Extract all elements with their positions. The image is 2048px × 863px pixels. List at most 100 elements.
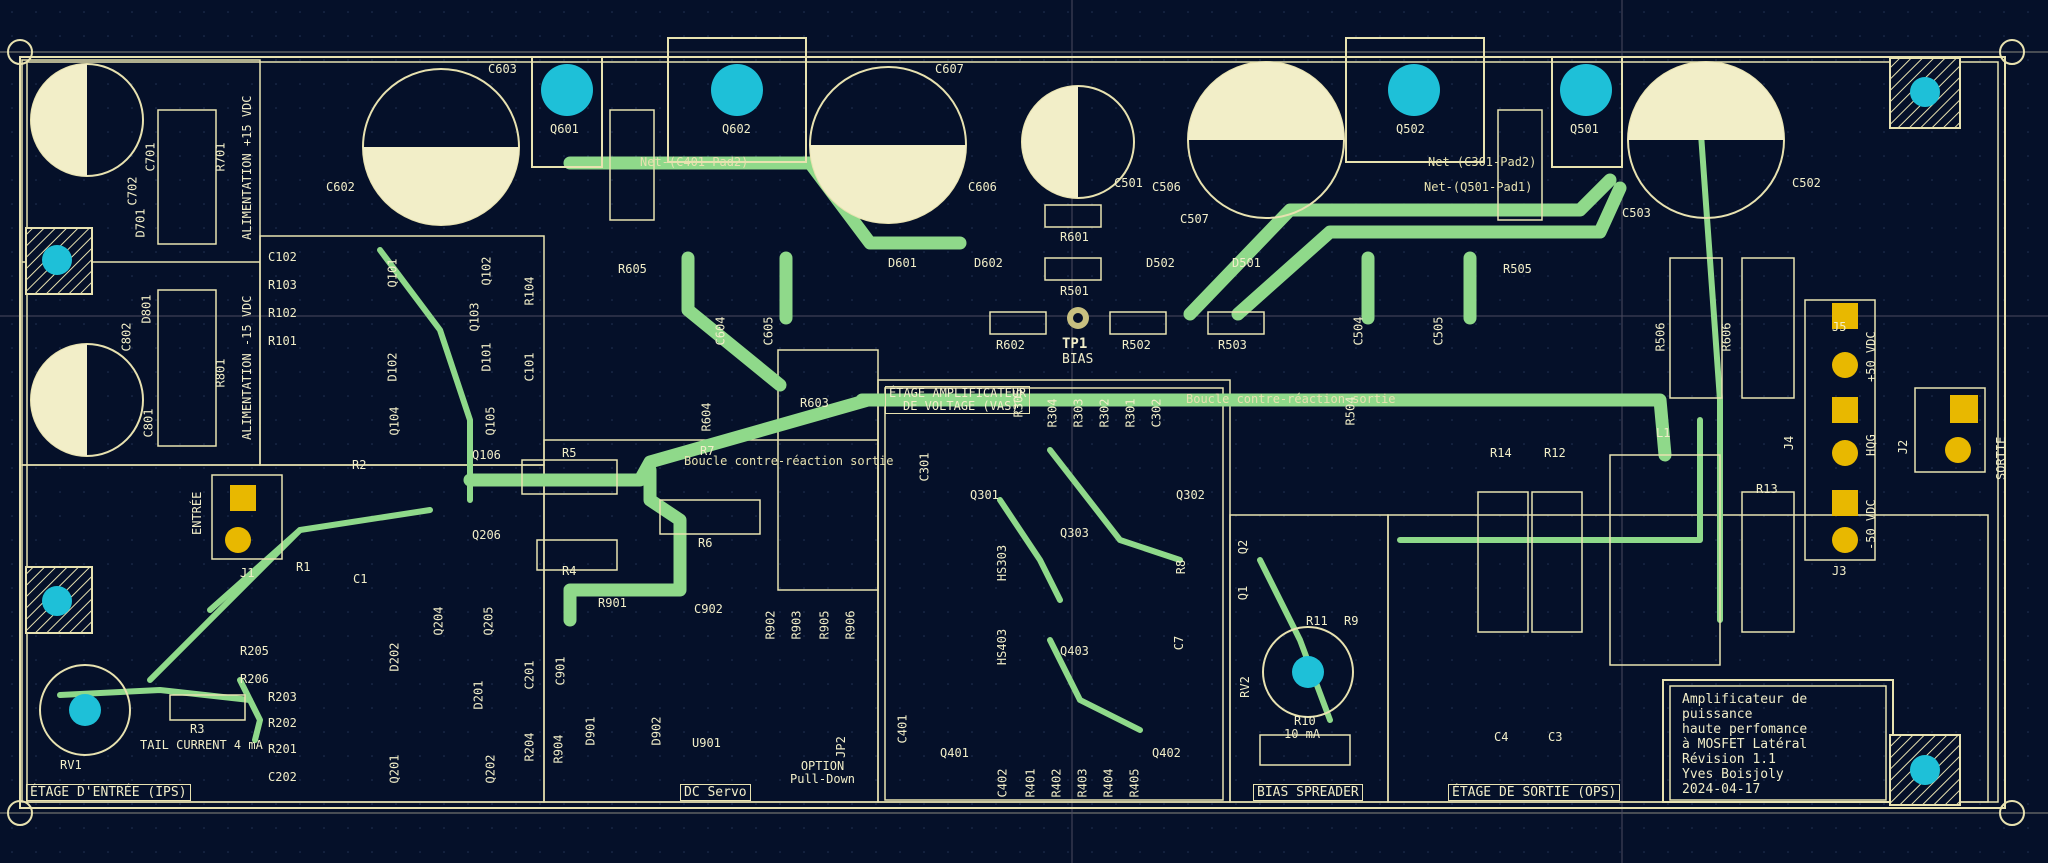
title-line-4: Révision 1.1: [1682, 752, 1776, 767]
section-vas-line-2: DE VOLTAGE (VAS): [903, 399, 1019, 413]
ref-c7: C7: [1172, 635, 1187, 651]
ref-r604: R604: [699, 402, 714, 432]
board-outline: [19, 56, 2006, 809]
ref-r602: R602: [996, 338, 1025, 352]
ref-d502: D502: [1146, 256, 1175, 270]
ref-c101: C101: [522, 352, 537, 382]
net-q501: Net-(Q501-Pad1): [1424, 180, 1533, 194]
ref-c606: C606: [968, 180, 997, 194]
traces: [57, 117, 1723, 743]
ref-c506: C506: [1152, 180, 1181, 194]
ref-q502: Q502: [1396, 122, 1425, 136]
ref-r903: R903: [789, 610, 804, 640]
ref-c702: C702: [125, 176, 140, 206]
electrolytic-capacitors: [30, 61, 1785, 756]
ref-r505: R505: [1503, 262, 1532, 276]
ref-c902: C902: [694, 602, 723, 616]
ref-r302: R302: [1097, 398, 1112, 428]
ref-jp2: JP2: [833, 736, 848, 758]
ref-r601: R601: [1060, 230, 1089, 244]
ref-c505: C505: [1431, 316, 1446, 346]
ref-q106: Q106: [472, 448, 501, 462]
mounting-holes: [25, 57, 1961, 806]
ref-r904: R904: [551, 734, 566, 764]
ref-q403: Q403: [1060, 644, 1089, 658]
ref-c102: C102: [268, 250, 297, 264]
ref-j3: J3: [1832, 564, 1847, 578]
ref-c301: C301: [917, 452, 932, 482]
ref-rv1: RV1: [60, 758, 82, 772]
ref-r3: R3: [190, 722, 205, 736]
pads: [211, 299, 1986, 561]
ref-q104: Q104: [387, 406, 402, 436]
ref-q401: Q401: [940, 746, 969, 760]
ref-c501: C501: [1114, 176, 1143, 190]
ref-r801: R801: [213, 358, 228, 388]
ref-q105: Q105: [483, 406, 498, 436]
ref-c607: C607: [935, 62, 964, 76]
ref-r102: R102: [268, 306, 297, 320]
ref-r9: R9: [1344, 614, 1359, 628]
ref-r404: R404: [1101, 768, 1116, 798]
ref-c504: C504: [1351, 316, 1366, 346]
ref-c3: C3: [1548, 730, 1563, 744]
ref-j1: J1: [240, 566, 255, 580]
ref-r502: R502: [1122, 338, 1151, 352]
ref-r101: R101: [268, 334, 297, 348]
ref-r12: R12: [1544, 446, 1566, 460]
ref-q301: Q301: [970, 488, 999, 502]
ref-r4: R4: [562, 564, 577, 578]
ref-c507: C507: [1180, 212, 1209, 226]
ref-d601: D601: [888, 256, 917, 270]
ref-q2: Q2: [1236, 539, 1251, 555]
ref-q302: Q302: [1176, 488, 1205, 502]
net-c401: Net-(C401-Pad2): [640, 155, 749, 169]
ref-r6: R6: [698, 536, 713, 550]
title-line-3: à MOSFET Latéral: [1682, 737, 1808, 752]
ref-d501: D501: [1232, 256, 1261, 270]
ref-d101: D101: [479, 342, 494, 372]
ref-c202: C202: [268, 770, 297, 784]
ref-r901: R901: [598, 596, 627, 610]
ref-q206: Q206: [472, 528, 501, 542]
ref-r405: R405: [1127, 768, 1142, 798]
ref-r603: R603: [800, 396, 829, 410]
ref-j5: J5: [1832, 320, 1847, 334]
section-vas: ÉTAGE AMPLIFICATEUR DE VOLTAGE (VAS): [885, 386, 1031, 414]
ref-r906: R906: [843, 610, 858, 640]
net-feedback-2: Boucle contre-réaction sortie: [684, 454, 894, 468]
ref-c701: C701: [143, 142, 158, 172]
ref-r11: R11: [1306, 614, 1328, 628]
ref-c901: C901: [553, 656, 568, 686]
ref-r303: R303: [1071, 398, 1086, 428]
tail-current-note: TAIL CURRENT 4 mA: [140, 738, 263, 752]
ref-u901: U901: [692, 736, 721, 750]
section-vas-line-1: ÉTAGE AMPLIFICATEUR: [889, 386, 1027, 400]
ref-q201: Q201: [387, 754, 402, 784]
testpoint-sublabel: BIAS: [1062, 352, 1094, 367]
ref-r403: R403: [1075, 768, 1090, 798]
title-line-1: Amplificateur de puissance: [1682, 692, 1808, 722]
title-block: Amplificateur de puissance haute perfoma…: [1682, 692, 1882, 797]
ref-d901: D901: [583, 716, 598, 746]
section-output-stage: ÉTAGE DE SORTIE (OPS): [1448, 784, 1621, 801]
ref-hs303: HS303: [995, 544, 1010, 582]
ref-r206: R206: [240, 672, 269, 686]
ref-c302: C302: [1149, 398, 1164, 428]
ref-c1: C1: [353, 572, 368, 586]
ref-q601: Q601: [550, 122, 579, 136]
ref-q1: Q1: [1236, 585, 1251, 601]
ref-r8: R8: [1174, 559, 1189, 575]
ref-j2: J2: [1896, 439, 1911, 455]
ref-r13: R13: [1756, 482, 1778, 496]
ref-r201: R201: [268, 742, 297, 756]
ref-q204: Q204: [431, 606, 446, 636]
ref-r506: R506: [1653, 322, 1668, 352]
ref-c502: C502: [1792, 176, 1821, 190]
ref-c802: C802: [119, 322, 134, 352]
ref-r7: R7: [700, 444, 715, 458]
option-note: OPTION Pull-Down: [790, 760, 855, 786]
ref-r10: R10: [1294, 714, 1316, 728]
